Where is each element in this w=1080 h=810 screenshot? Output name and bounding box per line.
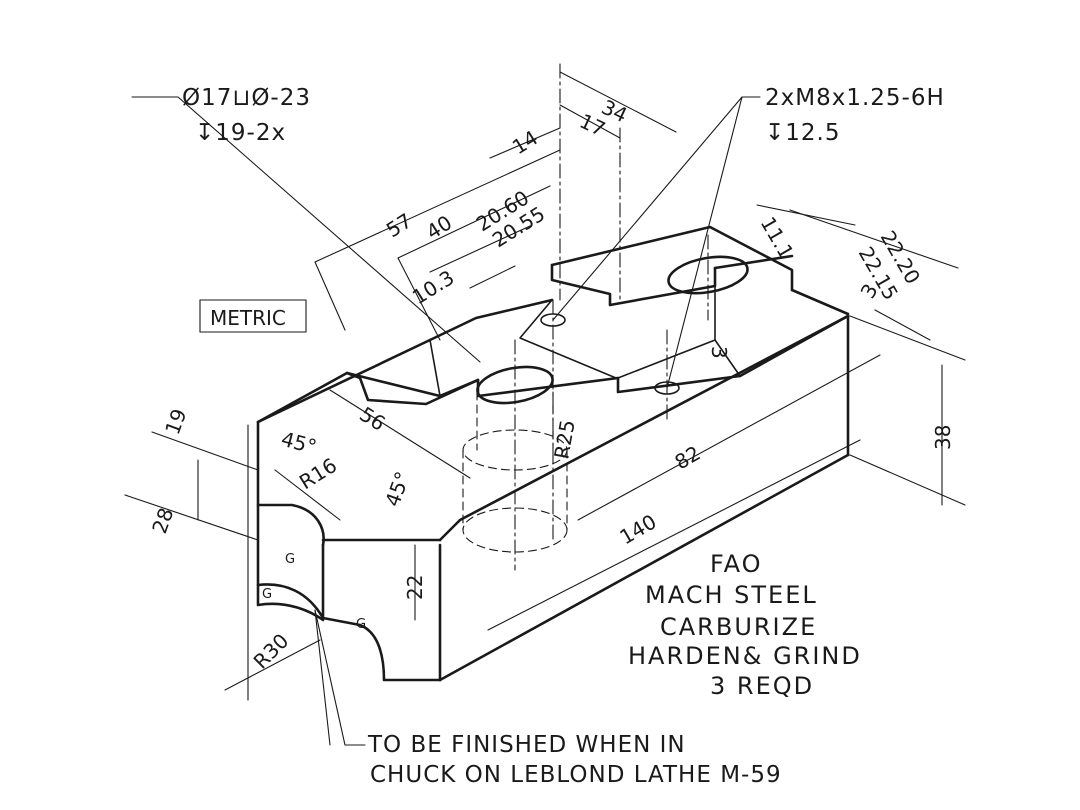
radius-25: R25 bbox=[549, 418, 579, 461]
finish-note-line1: TO BE FINISHED WHEN IN bbox=[367, 732, 686, 758]
dim-140: 140 bbox=[616, 509, 661, 549]
callout-counterbore: Ø17⊔Ø-23 ↧19-2x bbox=[182, 85, 311, 146]
dim-10-3: 10.3 bbox=[408, 265, 458, 309]
grind-mark-2: G bbox=[262, 587, 272, 602]
metric-box: METRIC bbox=[199, 299, 307, 333]
dim-3-slot: 3 bbox=[707, 346, 731, 359]
metric-label: METRIC bbox=[210, 306, 286, 330]
dim-57: 57 bbox=[382, 208, 416, 242]
dim-19: 19 bbox=[160, 406, 191, 438]
spec-line-1: FAO bbox=[710, 550, 763, 578]
dimension-lines bbox=[124, 71, 966, 746]
dim-38: 38 bbox=[931, 425, 955, 450]
spec-line-2: MACH STEEL bbox=[645, 581, 818, 609]
angle-45-side: 45° bbox=[380, 468, 415, 510]
spec-line-3: CARBURIZE bbox=[660, 613, 817, 641]
counterbore-line1: Ø17⊔Ø-23 bbox=[182, 85, 311, 111]
dim-14: 14 bbox=[508, 125, 542, 159]
holes bbox=[462, 63, 749, 571]
thread-line1: 2xM8x1.25-6H bbox=[765, 85, 945, 111]
dim-56: 56 bbox=[355, 402, 389, 436]
spec-block: FAO MACH STEEL CARBURIZE HARDEN& GRIND 3… bbox=[628, 550, 862, 700]
dim-40: 40 bbox=[422, 210, 456, 244]
object-outline bbox=[256, 225, 850, 682]
radius-16: R16 bbox=[295, 453, 341, 494]
dim-22: 22 bbox=[403, 575, 427, 600]
finish-note: TO BE FINISHED WHEN IN CHUCK ON LEBLOND … bbox=[367, 732, 782, 788]
grind-mark-3: G bbox=[356, 617, 366, 632]
grind-marks: G G G bbox=[262, 552, 366, 632]
radius-30: R30 bbox=[249, 629, 294, 674]
finish-note-line2: CHUCK ON LEBLOND LATHE M-59 bbox=[370, 762, 782, 788]
thread-line2: ↧12.5 bbox=[765, 120, 840, 146]
dim-82: 82 bbox=[671, 441, 705, 475]
spec-line-5: 3 REQD bbox=[710, 672, 814, 700]
grind-mark-1: G bbox=[285, 552, 295, 567]
counterbore-line2: ↧19-2x bbox=[195, 120, 286, 146]
dim-28: 28 bbox=[147, 505, 178, 537]
spec-line-4: HARDEN& GRIND bbox=[628, 642, 862, 670]
angle-45-top: 45° bbox=[279, 427, 319, 459]
callout-thread: 2xM8x1.25-6H ↧12.5 bbox=[765, 85, 945, 146]
